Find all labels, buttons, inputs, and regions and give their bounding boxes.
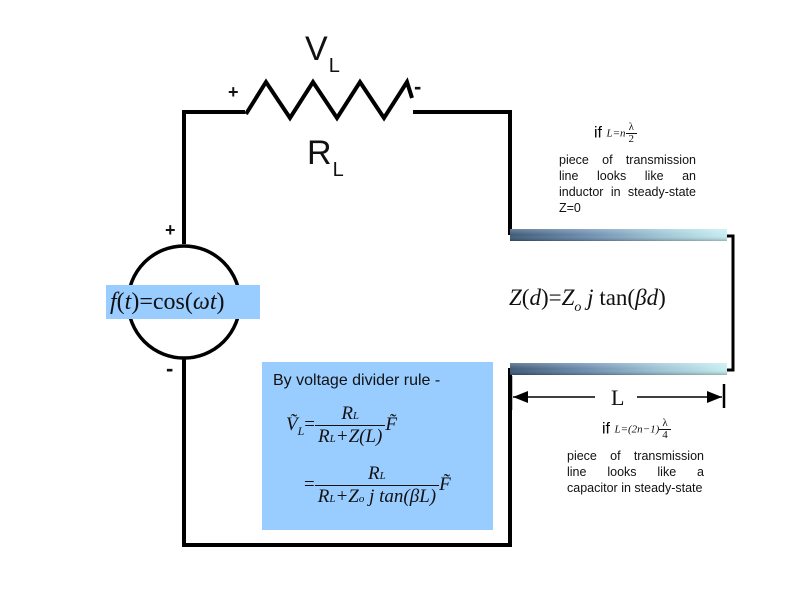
transmission-line-top xyxy=(510,229,727,241)
z-d: d xyxy=(646,285,659,310)
line1-f: F̃ xyxy=(385,414,397,435)
source-minus-sign: - xyxy=(166,356,174,381)
z-beta: β xyxy=(635,285,647,310)
inductor-condition-lhs: L=n xyxy=(606,127,626,140)
vl-symbol: Ṽ xyxy=(286,414,298,435)
inductor-frac-num: λ xyxy=(625,122,637,134)
line1-num-sub: L xyxy=(352,409,360,422)
eq-omega: ω xyxy=(192,289,210,315)
capacitor-frac-num: λ xyxy=(659,418,671,430)
line2-num-sub: L xyxy=(379,469,386,482)
source-equation: f(t)=cos(ωt) xyxy=(106,285,260,319)
divider-title: By voltage divider rule - xyxy=(273,372,441,389)
voltage-symbol: V xyxy=(305,30,328,68)
capacitor-note-text: piece of transmission line looks like a … xyxy=(567,449,704,495)
z-j: j xyxy=(587,285,594,310)
z-close: ) xyxy=(658,285,666,310)
line2-fraction: RL RL+Zo j tan(βL) xyxy=(314,462,440,508)
z-zo: Z xyxy=(561,285,575,310)
capacitor-condition-lhs: L=(2n−1) xyxy=(614,423,660,436)
line1-den-z: +Z(L) xyxy=(335,425,383,447)
inductor-if: if xyxy=(594,124,602,142)
line1-denominator: RL+Z(L) xyxy=(315,426,385,448)
resistance-subscript: L xyxy=(332,159,344,181)
length-label: L xyxy=(608,385,628,411)
line2-numerator: RL xyxy=(314,462,440,486)
line1-num-r: R xyxy=(341,402,353,424)
short-circuit-wire xyxy=(727,234,735,372)
line1-fraction: RL RL+Z(L) xyxy=(315,402,386,448)
line2-den-zo-sub: o xyxy=(358,492,365,505)
z-eq: = xyxy=(548,285,562,310)
inductor-frac-den: 2 xyxy=(628,133,635,145)
z-open: ( xyxy=(627,285,636,310)
line1-den-sub: L xyxy=(329,432,336,445)
z-d-arg: (d) xyxy=(521,285,549,310)
resistor-symbol xyxy=(244,77,414,122)
capacitor-frac-den: 4 xyxy=(662,429,668,441)
line2-num-r: R xyxy=(368,462,380,484)
eq-t-arg: (t) xyxy=(116,289,140,315)
eq-close: ) xyxy=(216,289,225,315)
resistance-label: RL xyxy=(307,134,344,181)
line2-f: F̃ xyxy=(439,474,451,495)
wire-top-left xyxy=(182,110,245,244)
inductor-note-text: piece of transmission line looks like an… xyxy=(559,153,696,215)
vl-subscript: L xyxy=(297,423,305,438)
z-tan: tan xyxy=(599,285,628,310)
source-plus-sign: + xyxy=(165,220,176,240)
voltage-subscript: L xyxy=(328,55,340,77)
voltage-label: VL xyxy=(305,30,340,77)
line1-eq: = xyxy=(304,414,316,435)
eq-f: f xyxy=(110,289,117,315)
line1-numerator: RL xyxy=(315,402,386,426)
line2-denominator: RL+Zo j tan(βL) xyxy=(315,486,439,508)
line2-den-tan: j tan(βL) xyxy=(369,485,437,507)
eq-cos: =cos xyxy=(139,289,185,315)
wire-top-right xyxy=(413,110,512,235)
wire-bottom xyxy=(182,358,512,547)
line1-den-r: R xyxy=(318,425,330,447)
eq-t: t xyxy=(209,289,217,315)
transmission-line-bottom xyxy=(510,363,727,375)
resistor-plus-sign: + xyxy=(228,82,239,102)
eq-open: ( xyxy=(184,289,193,315)
impedance-equation: Z(d)=Zo j tan(βd) xyxy=(509,285,666,315)
line2-den-r: R xyxy=(317,485,330,507)
z-lhs: Z xyxy=(509,285,522,310)
divider-equation-line2: = RL RL+Zo j tan(βL) F̃ xyxy=(304,460,451,510)
capacitor-if: if xyxy=(602,420,610,438)
resistance-symbol: R xyxy=(307,134,332,172)
z-o-sub: o xyxy=(574,300,582,315)
resistor-minus-sign: - xyxy=(414,74,422,99)
line2-den-z: +Z xyxy=(335,485,359,507)
line2-den-sub: L xyxy=(329,492,336,505)
line2-eq: = xyxy=(304,474,315,495)
